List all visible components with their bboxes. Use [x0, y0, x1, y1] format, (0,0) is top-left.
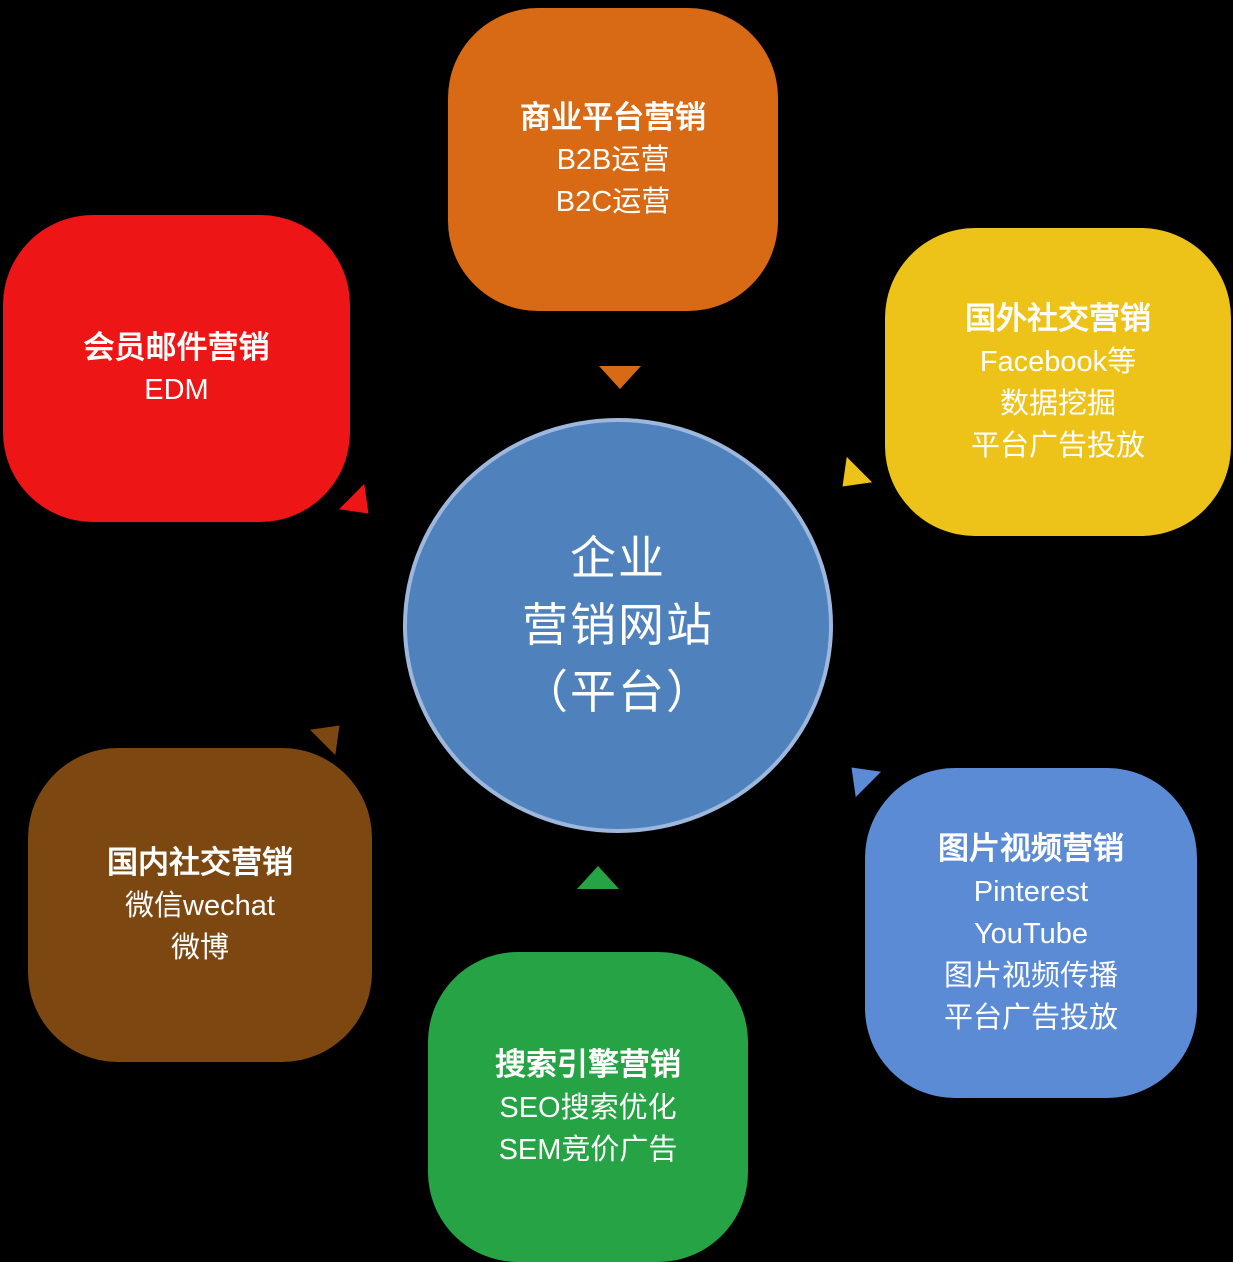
node-overseas-social-marketing: 国外社交营销 Facebook等 数据挖掘 平台广告投放 [885, 228, 1231, 536]
arrow-top-right-icon [830, 457, 872, 499]
node-search-engine-marketing-title: 搜索引擎营销 [495, 1047, 681, 1083]
node-image-video-marketing-body: Pinterest YouTube 图片视频传播 平台广告投放 [943, 875, 1118, 1034]
node-business-platform-marketing: 商业平台营销 B2B运营 B2C运营 [448, 8, 778, 311]
node-member-email-marketing-title: 会员邮件营销 [83, 329, 270, 365]
node-business-platform-marketing-body: B2B运营 B2C运营 [555, 144, 671, 219]
node-search-engine-marketing-body: SEO搜索优化 SEM竞价广告 [498, 1091, 678, 1166]
arrow-bottom-left-icon [310, 713, 352, 755]
center-node-enterprise-marketing-website: 企业 营销网站 （平台） [403, 418, 833, 833]
node-domestic-social-marketing-body: 微信wechat 微博 [125, 889, 275, 964]
arrow-bottom-right-icon [839, 755, 881, 797]
center-node-text: 企业 营销网站 （平台） [522, 532, 714, 718]
node-domestic-social-marketing: 国内社交营销 微信wechat 微博 [28, 748, 372, 1062]
arrow-top-icon [599, 366, 641, 389]
node-image-video-marketing-title: 图片视频营销 [938, 831, 1124, 867]
node-search-engine-marketing: 搜索引擎营销 SEO搜索优化 SEM竞价广告 [428, 952, 748, 1262]
node-overseas-social-marketing-title: 国外社交营销 [965, 301, 1151, 337]
arrow-bottom-icon [577, 866, 619, 889]
node-overseas-social-marketing-body: Facebook等 数据挖掘 平台广告投放 [970, 345, 1145, 462]
node-business-platform-marketing-title: 商业平台营销 [520, 99, 706, 135]
node-member-email-marketing: 会员邮件营销 EDM [3, 215, 350, 522]
node-image-video-marketing: 图片视频营销 Pinterest YouTube 图片视频传播 平台广告投放 [865, 768, 1197, 1098]
node-domestic-social-marketing-title: 国内社交营销 [107, 845, 293, 881]
node-member-email-marketing-body: EDM [144, 374, 209, 407]
arrow-top-left-icon [339, 484, 381, 526]
